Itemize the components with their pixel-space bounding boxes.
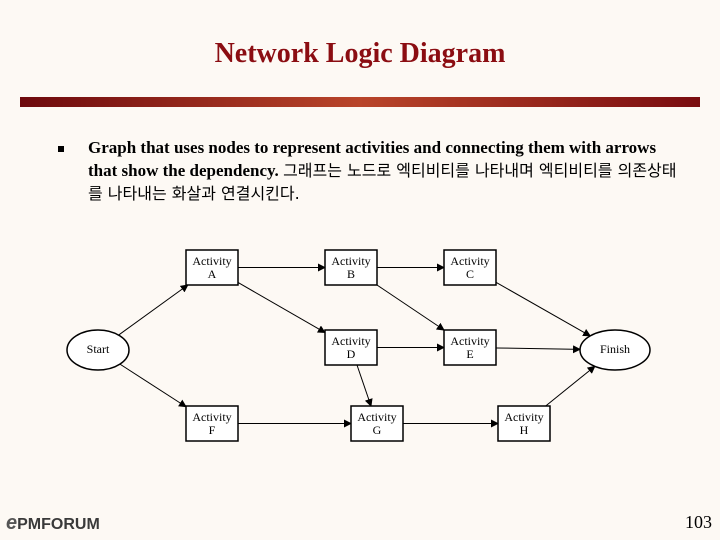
node-d-shape (324, 329, 378, 366)
node-g-label-1: G (372, 423, 382, 437)
node-c-label-0: Activity (450, 254, 490, 268)
edge-start-to-f (119, 363, 187, 408)
node-h-shape (497, 405, 551, 442)
node-a-label-0: Activity (192, 254, 232, 268)
node-h-label-1: H (519, 423, 529, 437)
title-divider (20, 97, 700, 107)
node-a-label-1: A (207, 267, 217, 281)
edge-c-to-finish (495, 281, 592, 337)
node-finish-shape (579, 329, 651, 371)
pmforum-logo: ePMFORUM (6, 512, 100, 534)
node-g-label-0: Activity (357, 410, 397, 424)
node-b-label-0: Activity (331, 254, 371, 268)
node-c-label-1: C (465, 267, 474, 281)
node-e-label-1: E (466, 347, 474, 361)
node-a-shape (185, 249, 239, 286)
bullet-text: Graph that uses nodes to represent activ… (88, 136, 688, 205)
edge-h-to-finish (545, 365, 596, 407)
edge-e-to-finish (495, 345, 582, 354)
page-title: Network Logic Diagram (214, 38, 506, 69)
edge-b-to-e (376, 284, 445, 331)
node-c-shape (443, 249, 497, 286)
edge-a-to-d (237, 282, 326, 334)
node-f-shape (185, 405, 239, 442)
node-b-label-1: B (346, 267, 355, 281)
node-d-label-0: Activity (331, 334, 371, 348)
node-d-label-1: D (346, 347, 356, 361)
bullet-text-en: Graph that uses nodes to represent activ… (88, 138, 657, 180)
node-b-shape (324, 249, 378, 286)
node-finish: Finish (599, 342, 630, 356)
node-start: Start (86, 342, 110, 356)
bullet-text-ko: 그래프는 노드로 엑티비티를 나타내며 엑티비티를 의존상태를 나타내는 화살과… (88, 161, 677, 203)
node-start-shape (66, 329, 130, 371)
node-e-label-0: Activity (450, 334, 490, 348)
node-h-label-0: Activity (504, 410, 544, 424)
edge-start-to-a (118, 284, 189, 336)
node-f-label-1: F (208, 423, 216, 437)
bullet-marker (58, 146, 64, 152)
node-f-label-0: Activity (192, 410, 232, 424)
edge-d-to-g (356, 364, 373, 407)
node-e-shape (443, 329, 497, 366)
node-g-shape (350, 405, 404, 442)
page-number: 103 (685, 512, 712, 532)
